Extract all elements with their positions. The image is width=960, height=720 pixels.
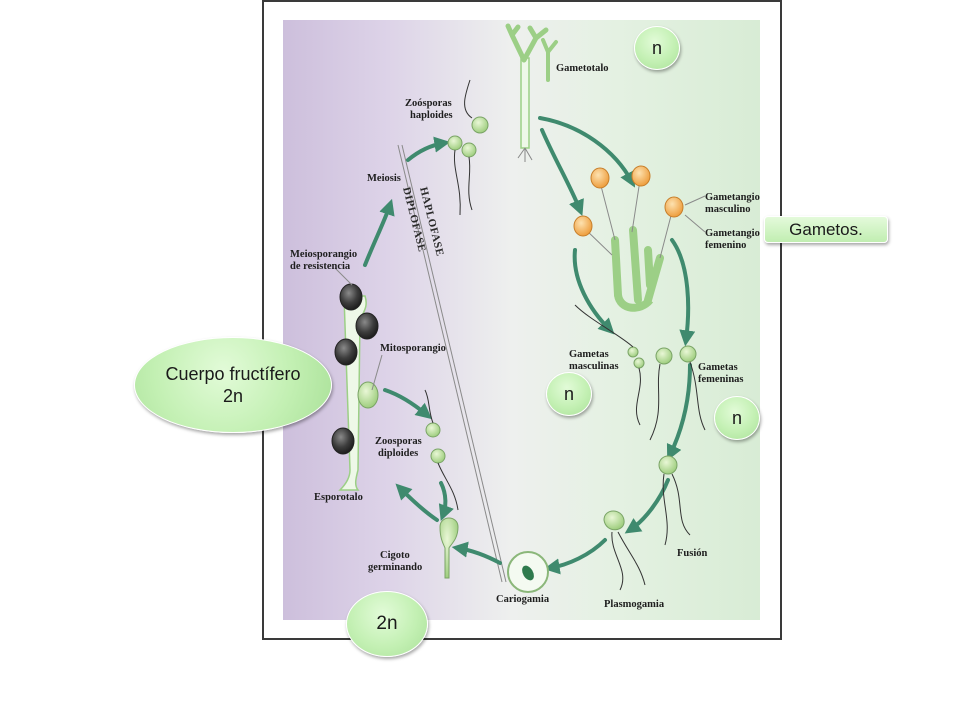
diploid-zoospores [424,389,459,511]
gametes [574,304,706,441]
karyogamy-cell [507,551,549,593]
label-gametas-femeninas: Gametas femeninas [698,362,744,385]
label-zoosporas-diploides: Zoosporas diploides [375,436,424,459]
label-cariogamia: Cariogamia [496,594,550,605]
label-mitosporangio: Mitosporangio [380,343,446,354]
label-cigoto: Cigoto germinando [368,550,422,573]
label-gametangio-masculino: Gametangio masculino [705,192,762,215]
callout-gametos: Gametos. [764,216,888,243]
phase-divider [397,144,507,583]
label-meiosporangio: Meiosporangio de resistencia [290,249,360,272]
label-esporotalo: Esporotalo [314,492,363,503]
callout-2n: 2n [346,591,428,657]
callout-n-top: n [634,26,680,70]
sporothallus [331,267,383,491]
gametothallus [505,23,558,162]
fusion-cell [658,455,691,546]
label-zoosporas-haploides: Zoósporas haploides [405,98,454,121]
germinating-zygote [439,517,459,579]
callout-n-left: n [546,372,592,416]
callout-n-right: n [714,396,760,440]
haploid-zoospores [447,79,489,216]
callout-cuerpo-fructifero: Cuerpo fructífero 2n [134,337,332,433]
label-gametotalo: Gametotalo [556,63,609,74]
label-fusion: Fusión [677,548,708,559]
label-gametangio-femenino: Gametangio femenino [705,228,762,251]
label-meiosis: Meiosis [367,173,401,184]
cycle-arrows [363,116,696,575]
plasmogamy-cell [603,510,646,591]
gametangia [573,165,706,312]
label-plasmogamia: Plasmogamia [604,599,665,610]
label-gametas-masculinas: Gametas masculinas [569,349,619,372]
